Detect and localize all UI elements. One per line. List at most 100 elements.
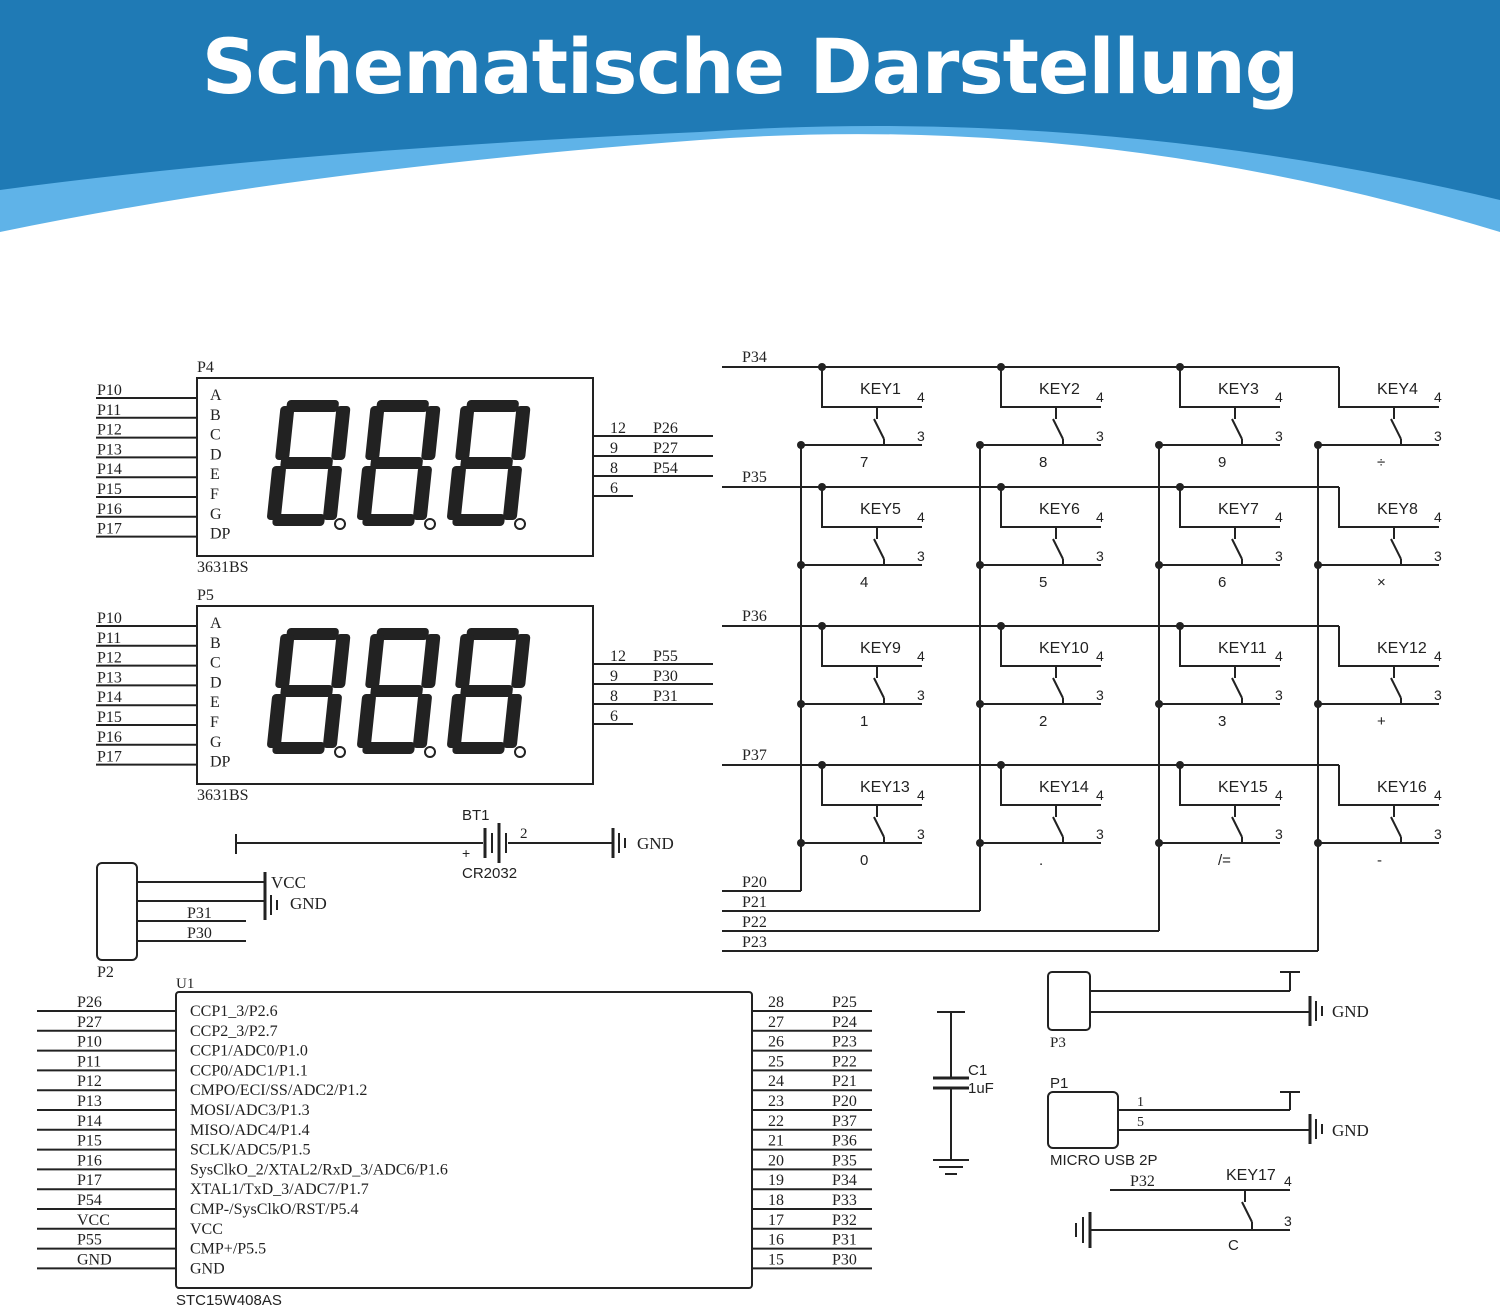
segment-net: P12	[97, 422, 122, 439]
junction-dot	[1155, 839, 1163, 847]
key-pin-a: 4	[1434, 648, 1442, 664]
mcu-left-net: P26	[77, 994, 102, 1011]
mcu-right-net: P37	[832, 1113, 857, 1130]
digit-2-seg-4	[357, 466, 376, 520]
mcu-right-net: P24	[832, 1014, 857, 1031]
junction-dot	[976, 561, 984, 569]
key-label: 3	[1218, 713, 1226, 730]
key-wire-top	[1179, 626, 1280, 667]
mcu-right-net: P22	[832, 1053, 857, 1070]
key-name: KEY13	[860, 779, 910, 796]
key-label: /=	[1218, 852, 1231, 869]
key-pin-a: 4	[917, 509, 925, 525]
digit-1-dp	[334, 746, 346, 758]
cap-ref: C1	[968, 1062, 987, 1079]
key-pin-a: 4	[1275, 648, 1283, 664]
segment-net: P14	[97, 461, 122, 478]
key-label: 9	[1218, 454, 1226, 471]
key-label: 7	[860, 454, 868, 471]
p1-gnd-label: GND	[1332, 1121, 1369, 1140]
mcu-right-net: P30	[832, 1251, 857, 1268]
segment-pin: D	[210, 674, 222, 691]
mcu-right-net: P20	[832, 1093, 857, 1110]
common-pin: 9	[610, 440, 618, 457]
common-net: P54	[653, 460, 678, 477]
p2-net: P31	[187, 905, 212, 922]
key-pin-b: 3	[1096, 826, 1104, 842]
key-wire-top	[1338, 626, 1439, 667]
mcu-pin-name: CMPO/ECI/SS/ADC2/P1.2	[190, 1082, 367, 1099]
digit-3-seg-3	[452, 514, 505, 526]
mcu-right-pin: 22	[768, 1113, 784, 1130]
key-contact	[1052, 418, 1064, 440]
segment-pin: B	[210, 635, 221, 652]
segment-pin: F	[210, 714, 219, 731]
mcu-pin-name: VCC	[190, 1221, 223, 1238]
key-pin-a: 4	[1434, 389, 1442, 405]
common-pin: 12	[610, 648, 626, 665]
mcu-left-net: VCC	[77, 1212, 110, 1229]
segment-pin: DP	[210, 526, 231, 543]
key-name: KEY8	[1377, 501, 1418, 518]
key-pin-b: 3	[1434, 428, 1442, 444]
segment-pin: C	[210, 655, 221, 672]
mcu-right-pin: 23	[768, 1093, 784, 1110]
digit-1-seg-5	[275, 634, 295, 688]
digit-1-seg-0	[286, 400, 339, 412]
mcu-right-pin: 27	[768, 1014, 784, 1031]
key-wire-top	[821, 367, 922, 408]
digit-2-seg-4	[357, 694, 376, 748]
mcu-right-net: P32	[832, 1212, 857, 1229]
mcu-left-net: P14	[77, 1113, 102, 1130]
key-name: KEY9	[860, 640, 901, 657]
mcu-right-pin: 18	[768, 1192, 784, 1209]
digit-3-seg-1	[511, 634, 531, 688]
key-pin-b: 3	[1096, 687, 1104, 703]
key17-name: KEY17	[1226, 1167, 1276, 1184]
segment-pin: G	[210, 506, 222, 523]
key17-pin-a: 4	[1284, 1173, 1292, 1189]
segment-net: P13	[97, 669, 122, 686]
digit-1-seg-0	[286, 628, 339, 640]
segment-net: P17	[97, 521, 122, 538]
p3-ref: P3	[1050, 1035, 1066, 1051]
p1-ref: P1	[1050, 1075, 1068, 1092]
common-net: P30	[653, 668, 678, 685]
digit-1-seg-6	[280, 685, 333, 697]
junction-dot	[976, 839, 984, 847]
key-pin-a: 4	[917, 389, 925, 405]
key-pin-b: 3	[1434, 687, 1442, 703]
key-wire-top	[1000, 367, 1101, 408]
key-label: 4	[860, 574, 868, 591]
mcu-pin-name: MOSI/ADC3/P1.3	[190, 1102, 310, 1119]
key-label: ÷	[1377, 454, 1385, 471]
key-pin-a: 4	[917, 787, 925, 803]
p1-part: MICRO USB 2P	[1050, 1152, 1158, 1169]
digit-3-dp	[514, 518, 526, 530]
key-contact	[1390, 816, 1402, 838]
display-part: 3631BS	[197, 559, 249, 576]
p2-ref: P2	[97, 964, 114, 981]
digit-2-seg-6	[370, 457, 423, 469]
key-pin-b: 3	[917, 687, 925, 703]
key-name: KEY12	[1377, 640, 1427, 657]
mcu-right-net: P35	[832, 1152, 857, 1169]
key-wire-top	[1338, 487, 1439, 528]
digit-1-seg-4	[267, 466, 286, 520]
p2-net: GND	[290, 894, 327, 913]
digit-2-seg-2	[413, 466, 432, 520]
key-pin-a: 4	[1275, 389, 1283, 405]
digit-2-seg-3	[362, 514, 415, 526]
mcu-right-net: P21	[832, 1073, 857, 1090]
digit-1-seg-4	[267, 694, 286, 748]
key-pin-a: 4	[1275, 509, 1283, 525]
segment-net: P12	[97, 650, 122, 667]
segment-net: P15	[97, 481, 122, 498]
p3-gnd-label: GND	[1332, 1002, 1369, 1021]
digit-1-seg-2	[323, 694, 342, 748]
keypad-row-net: P36	[742, 608, 767, 625]
key-label: ×	[1377, 574, 1386, 591]
key-name: KEY5	[860, 501, 901, 518]
junction-dot	[1314, 561, 1322, 569]
